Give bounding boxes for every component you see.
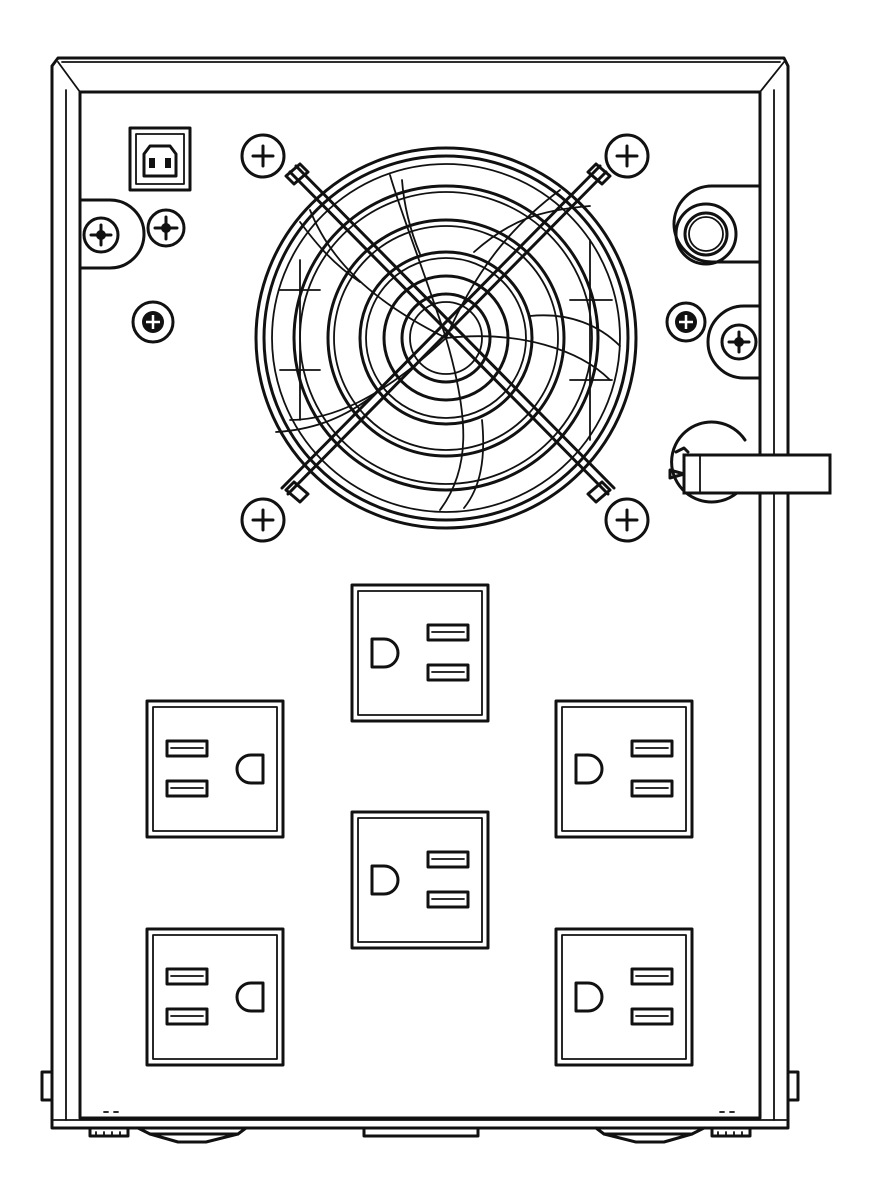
outlet-ground-hole xyxy=(574,981,604,1013)
outlet-middle-left xyxy=(145,699,285,839)
foot-right xyxy=(594,1126,752,1144)
outlet-slot xyxy=(630,779,674,798)
outlet-slot xyxy=(630,967,674,986)
outlet-slot xyxy=(426,850,470,869)
fan-guard-icon xyxy=(280,162,616,504)
outlet-top-center xyxy=(350,583,490,723)
panel-screw-left-3 xyxy=(131,300,175,344)
fan-screw-bottom-right xyxy=(604,497,650,543)
outlet-slot xyxy=(426,663,470,682)
usb-b-port-icon xyxy=(128,126,192,192)
panel-screw-right-2 xyxy=(720,323,758,361)
outlet-ground-hole xyxy=(235,753,265,785)
fan-screw-top-right xyxy=(604,133,650,179)
outlet-slot xyxy=(630,1007,674,1026)
outlet-group xyxy=(145,583,694,1067)
outlet-center xyxy=(350,810,490,950)
foot-center xyxy=(362,1126,480,1138)
outlet-slot xyxy=(165,739,209,758)
outlet-middle-right xyxy=(554,699,694,839)
fan-screw-top-left xyxy=(240,133,286,179)
circuit-breaker-icon xyxy=(674,202,738,266)
outlet-slot xyxy=(426,623,470,642)
panel-cutouts xyxy=(78,184,762,380)
panel-screw-right-1 xyxy=(665,301,707,343)
outlet-slot xyxy=(165,1007,209,1026)
outlet-slot xyxy=(630,739,674,758)
panel-screw-left-2 xyxy=(146,208,186,248)
outlet-ground-hole xyxy=(370,864,400,896)
outlet-ground-hole xyxy=(574,753,604,785)
panel-screw-left-1 xyxy=(82,216,120,254)
cooling-fan-icon xyxy=(254,146,638,530)
power-cord-icon xyxy=(668,420,832,504)
enclosure xyxy=(40,56,800,1144)
outlet-ground-hole xyxy=(370,637,400,669)
outlet-bottom-left xyxy=(145,927,285,1067)
fan-blades xyxy=(275,174,621,511)
outlet-slot xyxy=(165,779,209,798)
outlet-bottom-right xyxy=(554,927,694,1067)
fan-screw-bottom-left xyxy=(240,497,286,543)
outlet-ground-hole xyxy=(235,981,265,1013)
outlet-slot xyxy=(165,967,209,986)
outlet-slot xyxy=(426,890,470,909)
foot-left xyxy=(88,1126,248,1144)
